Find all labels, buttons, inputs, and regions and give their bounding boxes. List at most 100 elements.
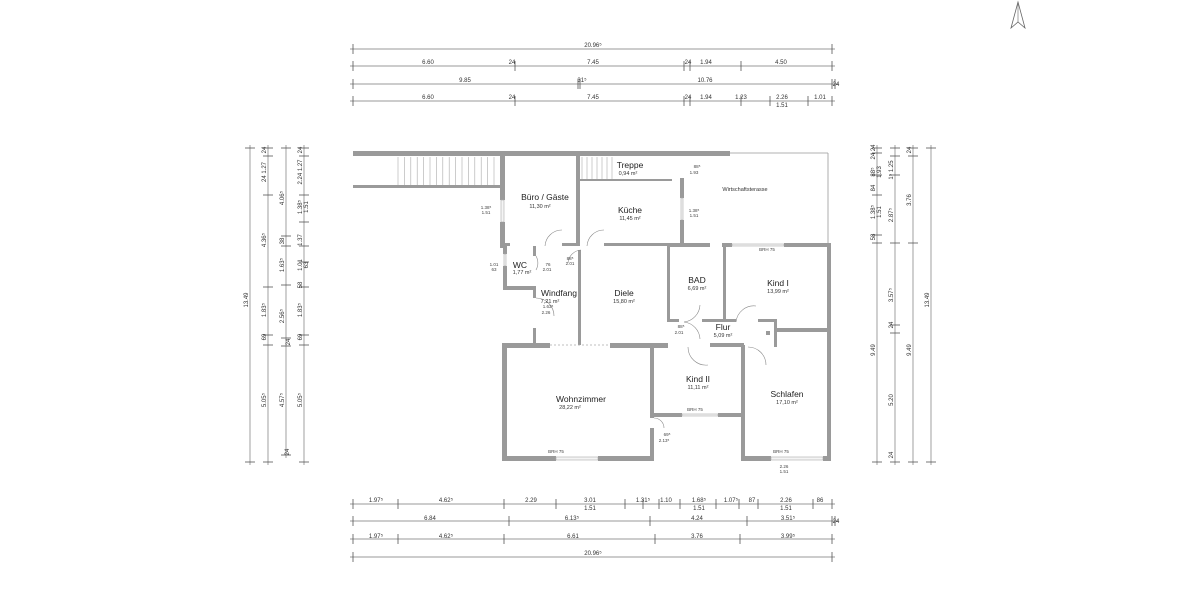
dim-label: 24 [833, 519, 840, 525]
room-name-bad: BAD [688, 275, 705, 285]
dim-label: 2.26 [780, 498, 792, 504]
dim-label: 1.01 [298, 259, 304, 271]
opening-label: 1.51 [482, 210, 491, 215]
room-name-kueche: Küche [618, 205, 642, 215]
dim-label: 24 [889, 321, 895, 328]
opening-label: 1.51 [690, 213, 699, 218]
dim-label: 24 [509, 60, 516, 66]
dim-label: 1.51 [877, 206, 883, 218]
dim-label: 1.38⁵ [297, 199, 304, 214]
dim-label: 1.68⁵ [692, 497, 707, 504]
dim-label: 1⁵ 1.25 [888, 160, 895, 180]
opening-label: 1.38⁵ [481, 205, 492, 210]
window-label: BRH 75 [687, 407, 703, 412]
dim-label: 24 [286, 338, 292, 345]
room-labels: Büro / Gäste 11,30 m² Treppe 0,94 m² Küc… [513, 160, 804, 411]
room-name-kind2: Kind II [686, 374, 710, 384]
dimension-chain-bottom: 1.97⁵ 4.62⁵ 2.29 3.01 1.51 1.31⁵ 1.10 1.… [369, 497, 840, 557]
opening-annotations: 1.38⁵ 1.51 1.38⁵ 1.51 88⁵ 1.93 1.01 63 7… [481, 164, 790, 474]
room-area-wohnzimmer: 28,22 m² [559, 405, 581, 411]
room-area-schlafen: 17,10 m² [776, 400, 798, 406]
dim-label: 1.83⁵ [261, 302, 268, 317]
dim-label: 1.83⁵ [297, 302, 304, 317]
room-name-treppe: Treppe [617, 160, 644, 170]
opening-label: 88⁵ [567, 256, 574, 261]
room-name-kind1: Kind I [767, 278, 789, 288]
opening-label: 88⁵ [678, 324, 685, 329]
dim-label: 4.62⁵ [439, 533, 454, 540]
room-name-buero: Büro / Gäste [521, 192, 569, 202]
window-label: BRH 75 [773, 449, 789, 454]
dim-label: 1.93 [877, 166, 883, 178]
dim-label: 7.45 [587, 60, 599, 66]
dim-label: 24 [685, 95, 692, 101]
dim-label: 24 [298, 146, 304, 153]
room-name-wc: WC [513, 260, 527, 270]
window-label: BRH 75 [548, 449, 564, 454]
dim-label: 5.05⁵ [297, 392, 304, 407]
dim-label: 1.51 [304, 201, 310, 213]
opening-label: 2.01 [543, 267, 552, 272]
dimension-chain-top: 20.96⁵ 6.60 24 7.45 24 1.94 4.50 9.85 31… [422, 42, 840, 109]
dim-label: 4.57⁵ [279, 392, 286, 407]
room-name-windfang: Windfang [541, 288, 577, 298]
dim-label: 6.84 [424, 516, 436, 522]
dim-label: 4.36⁵ [261, 232, 268, 247]
dim-label: 2.26 [776, 95, 788, 101]
dimension-lines [245, 44, 936, 562]
dim-label: 84 [871, 184, 877, 191]
dim-label: 6.60 [422, 60, 434, 66]
dim-label: 9.85 [459, 78, 471, 84]
dim-label: 5.05⁵ [261, 392, 268, 407]
dim-label: 1.10 [660, 498, 672, 504]
dim-label: 3.01 [584, 498, 596, 504]
dim-label: 1.51 [693, 506, 705, 512]
dim-label: 69 [298, 333, 304, 340]
dim-label: 24 [833, 82, 840, 88]
dim-label: 24 [889, 451, 895, 458]
dim-label: 1.01 [814, 95, 826, 101]
opening-label: 2.26 [780, 464, 789, 469]
dim-label: 1.94 [700, 60, 712, 66]
room-area-kind1: 13,99 m² [767, 289, 789, 295]
dim-label: 20.96⁵ [584, 550, 602, 557]
walls [353, 151, 831, 461]
opening-label: 2.01 [566, 261, 575, 266]
room-area-windfang: 7,21 m² [541, 299, 560, 305]
opening-label: 69⁵ [664, 432, 671, 437]
dim-label: 1.97⁵ [369, 533, 384, 540]
dim-label: 1.51 [584, 506, 596, 512]
dimension-chain-left: 13.49 24 24 1.27 4.36⁵ 1.83⁵ 69 5.05⁵ 24… [244, 146, 310, 455]
room-name-terrasse: Wirtschaftsterasse [722, 187, 767, 193]
opening-label: 88⁵ [694, 164, 701, 169]
room-area-buero: 11,30 m² [529, 204, 550, 210]
dim-label: 63 [304, 261, 310, 268]
dim-label: 24 [262, 146, 268, 153]
dim-label: 24 [285, 448, 291, 455]
dim-label: 1.38⁵ [870, 204, 877, 219]
dim-label: 2.24 1.27 [298, 159, 304, 185]
dim-label: 3.76 [691, 534, 703, 540]
opening-label: 1.63⁵ [543, 304, 554, 309]
dim-label: 58 [871, 233, 877, 240]
room-area-flur: 5,09 m² [714, 333, 733, 339]
north-arrow-icon [1010, 0, 1026, 30]
dim-label: 2.56⁵ [279, 308, 286, 323]
dim-label: 2.87⁵ [888, 207, 895, 222]
staircase-treppe [581, 157, 613, 179]
dim-label: 24 [907, 146, 913, 153]
dim-label: 3.57⁵ [888, 287, 895, 302]
opening-label: 1.38⁵ [689, 208, 700, 213]
dim-label: 10.76 [697, 78, 713, 84]
dim-label: 24 [685, 60, 692, 66]
opening-label: 2.13⁵ [659, 438, 670, 443]
opening-label: 1.93 [690, 170, 699, 175]
dim-label: 7.45 [587, 95, 599, 101]
opening-label: 63 [491, 267, 497, 272]
dim-label: 24 24 [871, 144, 877, 160]
dim-label: 4.50 [775, 60, 787, 66]
window-label: BRH 75 [759, 247, 775, 252]
dim-label: 87 [749, 498, 756, 504]
dim-label: 69 [262, 333, 268, 340]
opening-label: 2.26 [542, 310, 551, 315]
